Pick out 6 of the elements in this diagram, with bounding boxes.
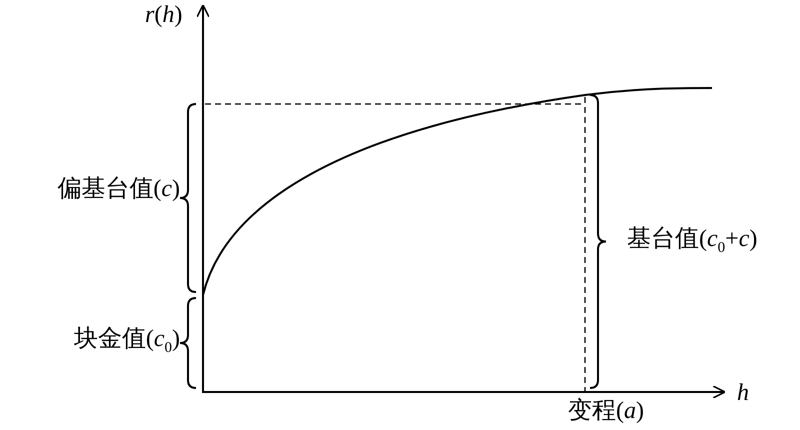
axis-title: h (737, 380, 749, 406)
sill-label: 基台值(c$_{0}$+c) (627, 226, 758, 256)
partial-sill-label: 偏基台值(c) (57, 176, 180, 202)
range-label: 变程(a) (568, 398, 644, 424)
axis-title: r(h) (145, 2, 182, 28)
nugget-label: 块金值(c$_{0}$) (74, 326, 180, 356)
